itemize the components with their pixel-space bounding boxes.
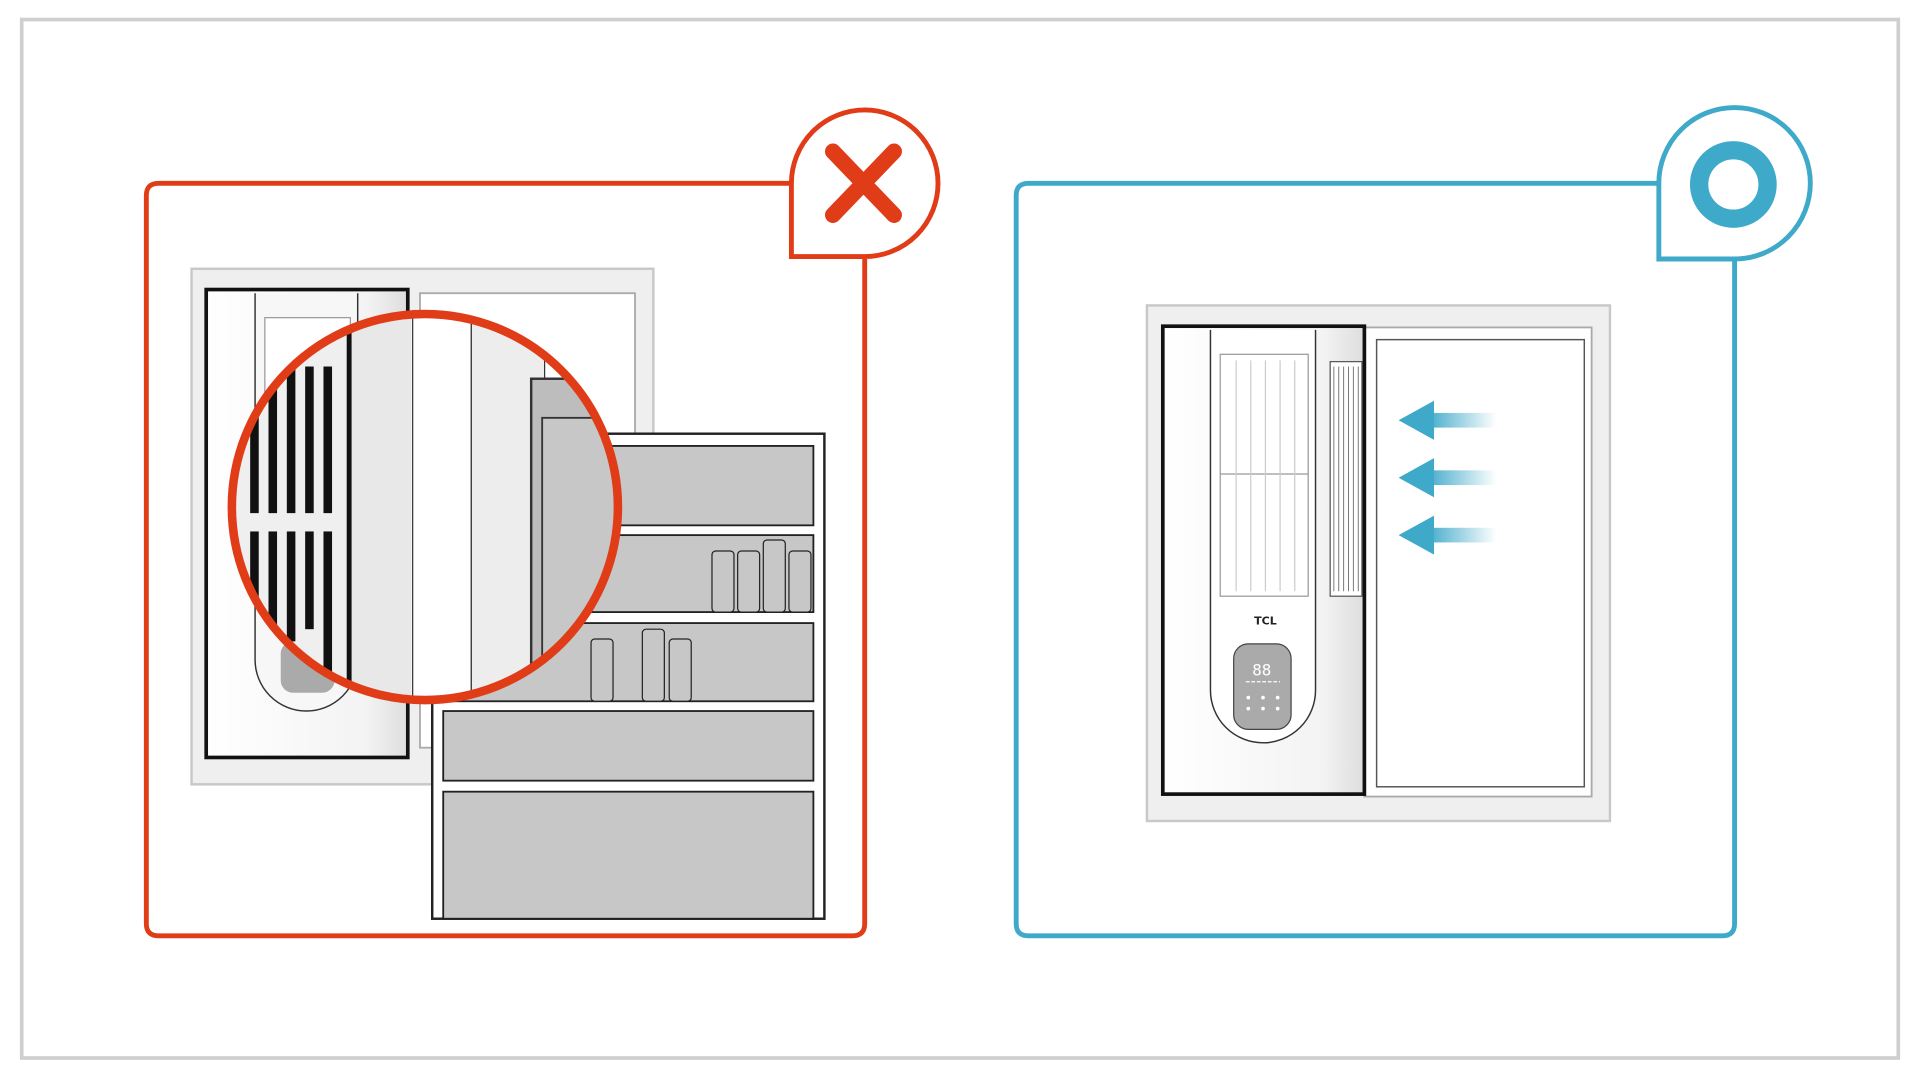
wrong-placement-panel xyxy=(143,107,941,939)
x-mark-icon xyxy=(788,107,941,260)
arrow-left-icon xyxy=(1398,515,1497,555)
circle-o-icon xyxy=(1656,105,1813,262)
correct-panel-border xyxy=(1013,180,1738,939)
correct-placement-panel: TCL 88 xyxy=(1013,105,1813,939)
ac-unit: TCL 88 xyxy=(1160,324,1367,796)
magnifier-circle xyxy=(227,309,623,705)
airflow-arrows xyxy=(1398,400,1497,555)
window-pane xyxy=(1375,338,1586,788)
control-panel xyxy=(1233,643,1292,730)
wrong-panel-border xyxy=(143,180,868,939)
magnified-detail xyxy=(231,313,618,701)
arrow-left-icon xyxy=(1398,458,1497,498)
unit-logo: TCL xyxy=(1254,614,1277,627)
arrow-left-icon xyxy=(1398,400,1497,440)
unit-display: 88 xyxy=(1252,661,1271,680)
side-vent-grille xyxy=(1329,361,1363,597)
